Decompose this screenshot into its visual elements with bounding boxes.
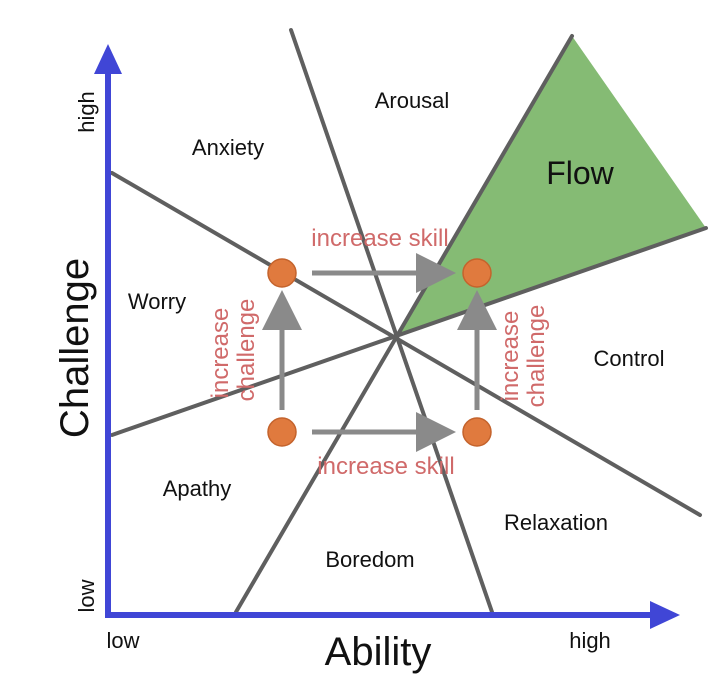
region-label-anxiety: Anxiety — [192, 135, 264, 160]
x-axis-low-label: low — [106, 628, 139, 653]
x-axis-title: Ability — [325, 630, 432, 674]
y-axis-high-label: high — [74, 91, 99, 133]
action-label-increase-skill-top: increase skill — [311, 225, 448, 252]
y-axis-low-label: low — [74, 579, 99, 612]
divider-line-arousal-relaxation — [289, 28, 494, 614]
node-bottom-left — [267, 417, 297, 447]
state-nodes — [267, 258, 492, 447]
x-axis-high-label: high — [569, 628, 611, 653]
divider-lines — [110, 28, 708, 614]
x-axis-arrow-icon — [650, 601, 680, 629]
divider-line-boredom-flow — [234, 34, 574, 614]
region-label-flow: Flow — [546, 155, 614, 191]
transition-arrows — [262, 253, 497, 452]
action-label-increase-challenge-right-2: challenge — [523, 305, 550, 408]
action-label-increase-challenge-left-1: increase — [207, 308, 234, 399]
region-label-boredom: Boredom — [325, 547, 414, 572]
axes — [94, 44, 680, 629]
region-label-apathy: Apathy — [163, 476, 232, 501]
region-label-arousal: Arousal — [375, 88, 450, 113]
region-label-worry: Worry — [128, 289, 186, 314]
y-axis-arrow-icon — [94, 44, 122, 74]
node-bottom-right — [462, 417, 492, 447]
action-label-increase-challenge-left-2: challenge — [233, 299, 260, 402]
divider-line-anxiety-control — [110, 171, 702, 517]
node-top-left — [267, 258, 297, 288]
y-axis-title: Challenge — [53, 258, 97, 438]
action-label-increase-skill-bottom: increase skill — [317, 453, 454, 480]
node-top-right — [462, 258, 492, 288]
region-label-relaxation: Relaxation — [504, 510, 608, 535]
divider-line-worry-control — [110, 226, 708, 437]
action-label-increase-challenge-right-1: increase — [497, 311, 524, 402]
region-label-control: Control — [594, 346, 665, 371]
